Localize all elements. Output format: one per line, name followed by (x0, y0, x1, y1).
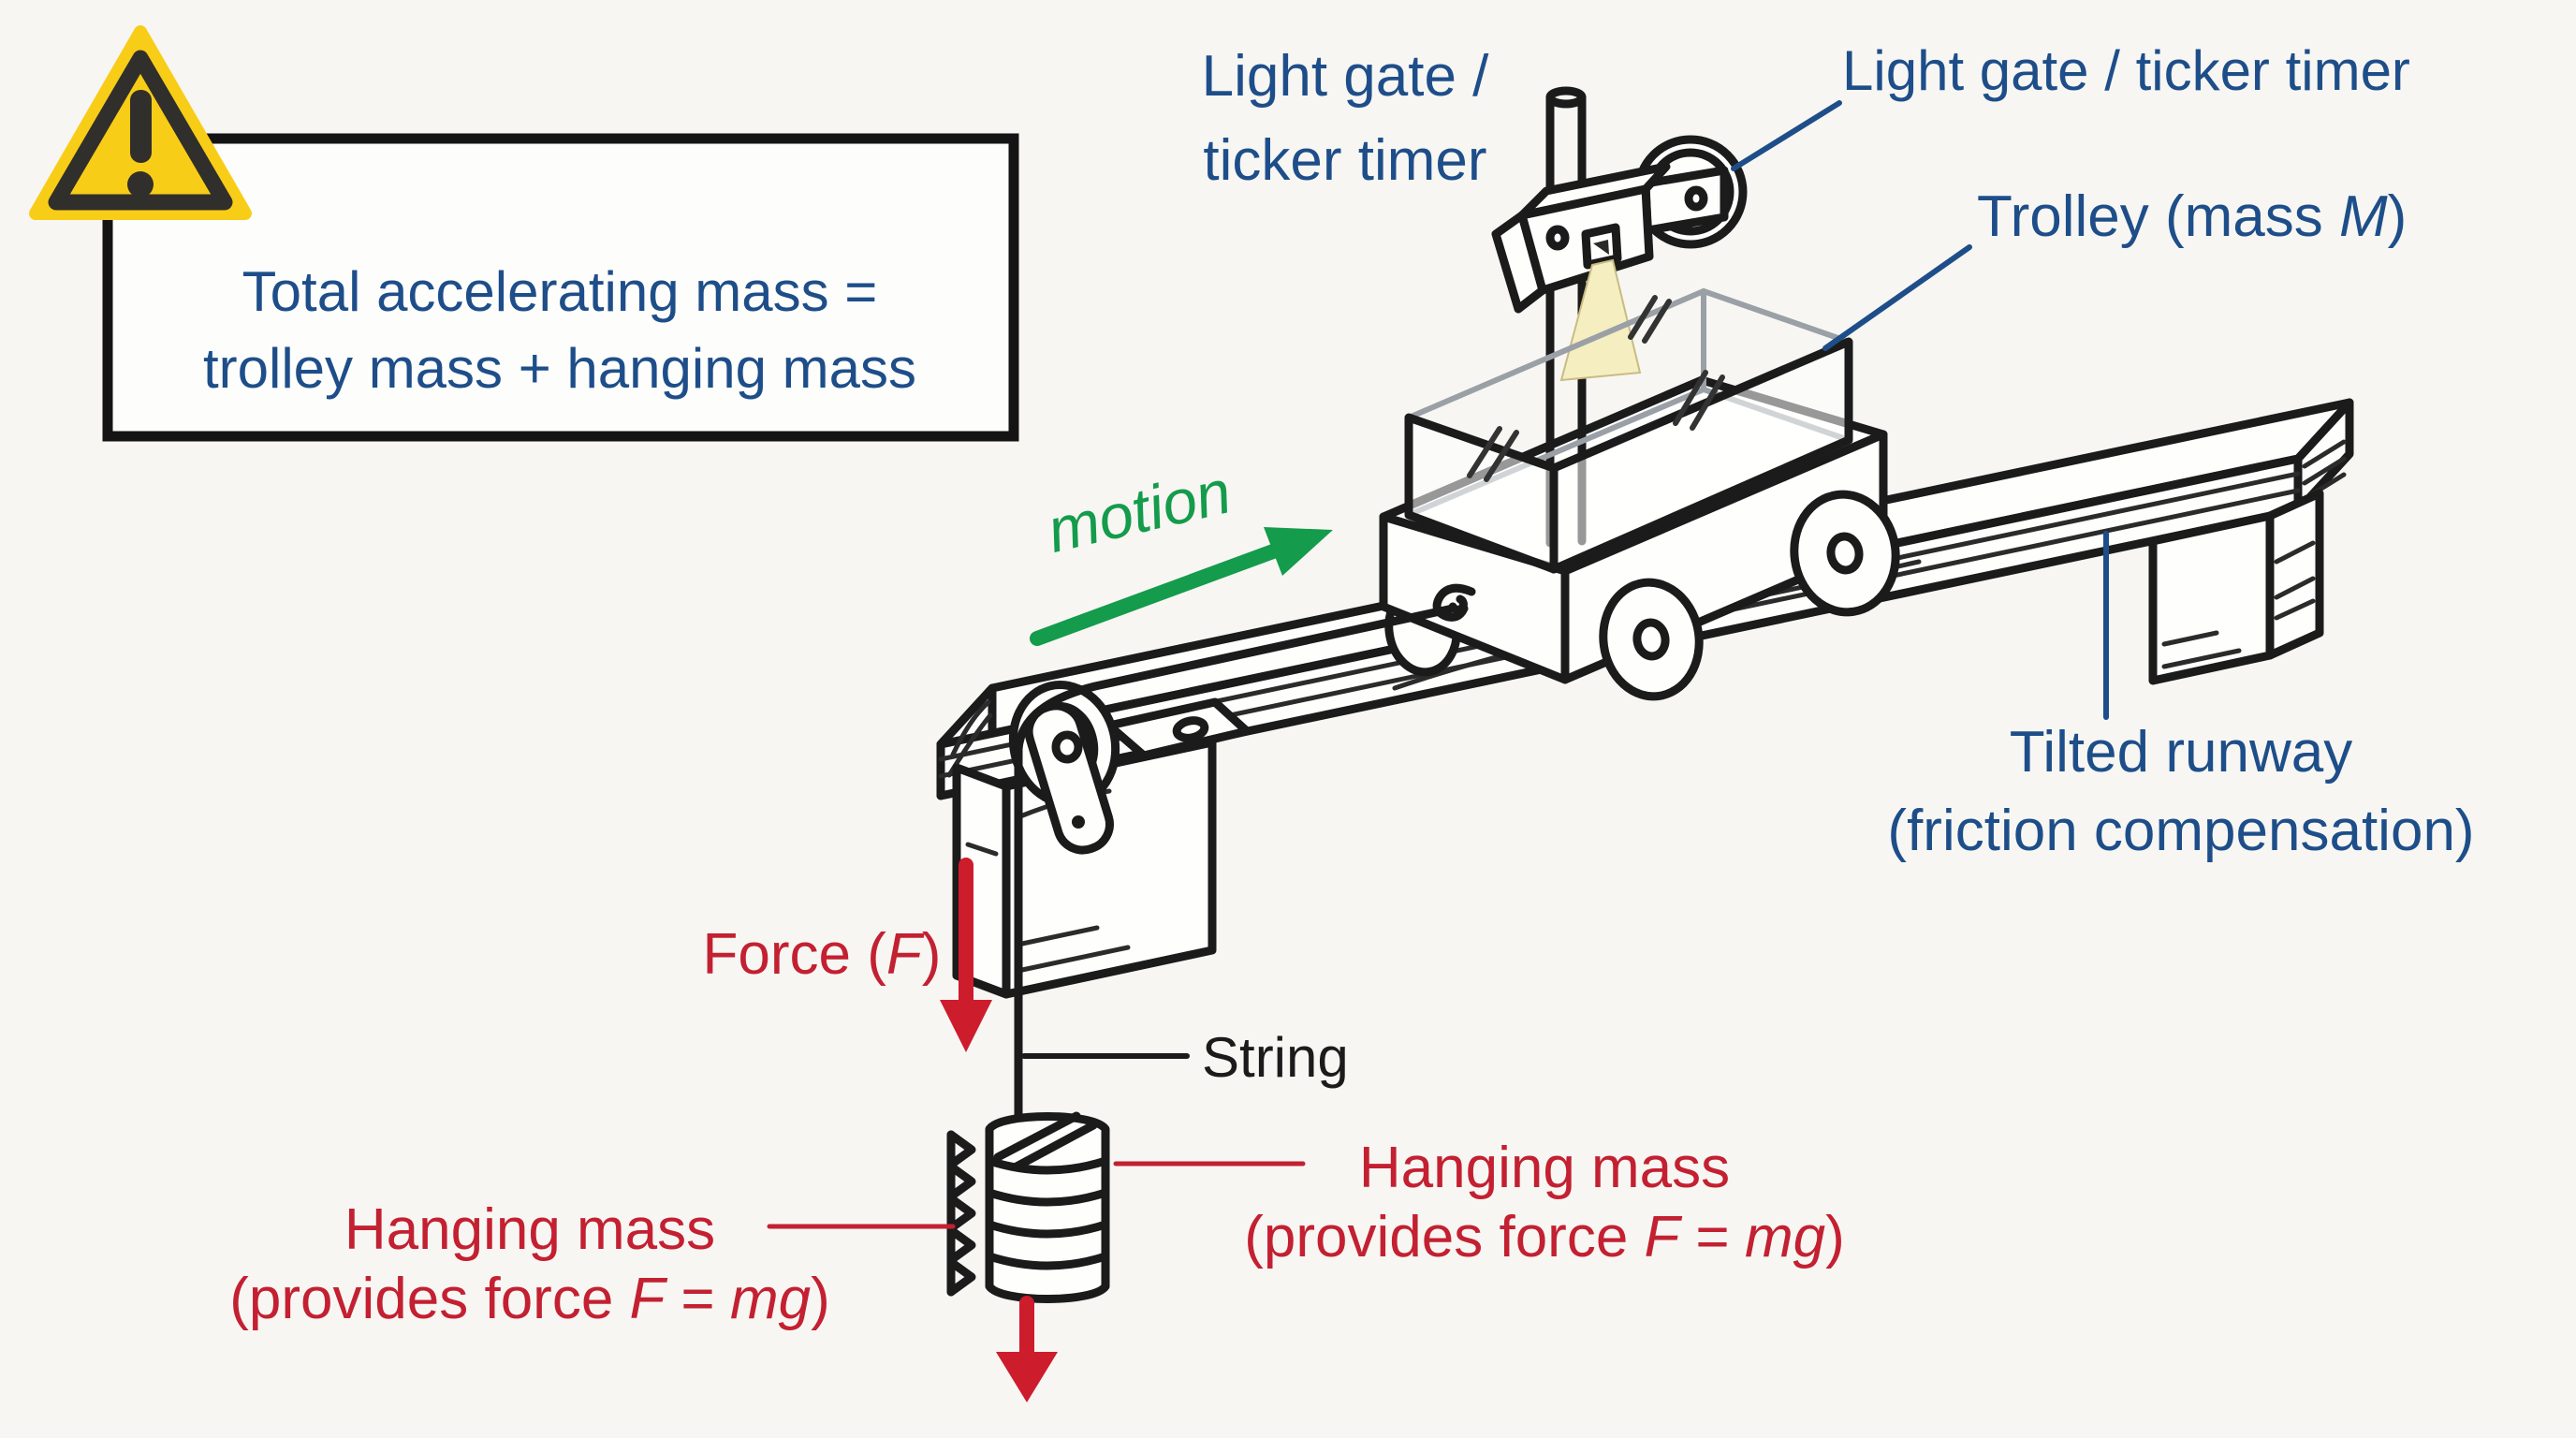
arm-screw (1684, 185, 1708, 212)
box-screw (1545, 225, 1570, 251)
label-force: Force (F) (703, 922, 942, 987)
string-line (1014, 604, 1457, 1164)
warning-note: Total accelerating mass = trolley mass +… (29, 25, 1019, 442)
pulley-screw (1072, 815, 1085, 829)
label-hanging-left-line2: (provides force F = mg) (229, 1267, 829, 1331)
motion-arrow (1030, 527, 1333, 646)
leader-light-gate-right (1731, 100, 1842, 171)
mass-stack-separators (985, 1156, 1110, 1270)
warning-triangle-icon (29, 25, 252, 220)
light-beam-icon (1559, 258, 1642, 382)
leader-trolley (1822, 244, 1972, 351)
warning-exclamation-bar (130, 90, 152, 163)
warning-note-text: Total accelerating mass = trolley mass +… (203, 260, 916, 400)
leader-lines-red (767, 1161, 1306, 1229)
warning-line1: Total accelerating mass = (242, 260, 878, 323)
red-labels: Force (F) Hanging mass (provides force F… (229, 922, 1844, 1331)
blue-labels: Light gate / ticker timer Light gate / t… (1202, 39, 2475, 863)
trolley-glass-box (1404, 287, 1853, 574)
mass-stack-body (985, 1112, 1110, 1303)
warning-line2: trolley mass + hanging mass (203, 337, 916, 400)
support-right-grain (2161, 540, 2316, 669)
weight-arrowhead-icon (996, 1352, 1058, 1402)
label-string: String (1202, 1026, 1349, 1089)
glass-box-front-face (1549, 337, 1853, 574)
label-hanging-right-line2: (provides force F = mg) (1244, 1205, 1844, 1269)
label-tilted-runway-line1: Tilted runway (2010, 720, 2352, 785)
hanging-mass-stack (946, 1111, 1110, 1303)
label-hanging-right-line1: Hanging mass (1359, 1136, 1730, 1200)
motion-arrowhead-icon (1264, 527, 1333, 576)
trolley-wheel-front-right (1790, 490, 1900, 617)
light-gate-window-mark (1593, 240, 1609, 255)
weight-arrow (996, 1296, 1058, 1402)
mass-stack-slot-chevrons (946, 1130, 976, 1297)
trolley-wheel-front-left (1599, 578, 1704, 701)
warning-note-box (102, 133, 1019, 442)
label-hanging-left-line1: Hanging mass (344, 1197, 715, 1262)
label-tilted-runway-line2: (friction compensation) (1887, 799, 2474, 863)
mass-stack-slot-wedge (993, 1111, 1098, 1171)
light-gate-window-icon (1581, 223, 1622, 270)
warning-exclamation-dot (127, 171, 154, 198)
glass-reflection-marks (1467, 295, 1725, 482)
force-arrowhead-icon (940, 1000, 992, 1052)
force-arrow (940, 858, 992, 1052)
light-gate-assembly (1491, 86, 1748, 548)
label-trolley: Trolley (mass M) (1977, 184, 2407, 249)
label-light-gate-right: Light gate / ticker timer (1842, 39, 2410, 102)
leader-lines (1731, 100, 2109, 720)
label-light-gate-left-line2: ticker timer (1203, 128, 1486, 193)
runway-support-right (2148, 489, 2324, 685)
pulley-axle (1051, 730, 1083, 764)
label-light-gate-left-line1: Light gate / (1202, 44, 1490, 109)
pulley-mount-hole (1172, 716, 1209, 742)
